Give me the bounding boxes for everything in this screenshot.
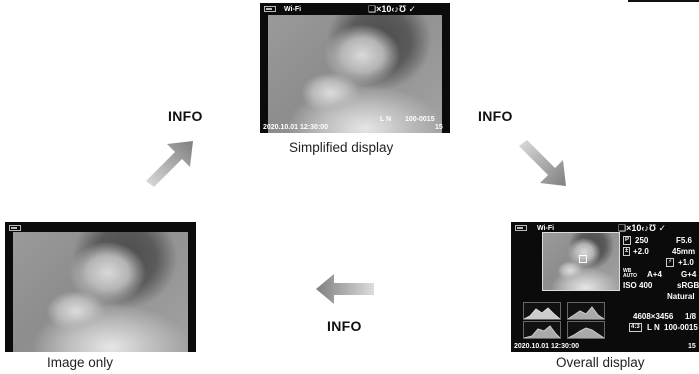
image-size: 4608×3456 bbox=[633, 312, 674, 321]
histogram-luma bbox=[523, 302, 561, 320]
datetime: 2020.10.01 12:30:00 bbox=[514, 343, 579, 350]
simplified-display-screen[interactable]: Wi-Fi ❑×10‹♪Ʊ ✓ 2020.10.01 12:30:00 L N … bbox=[260, 3, 450, 133]
arrow-left-icon bbox=[316, 274, 374, 304]
ev-icon: ± bbox=[623, 247, 631, 256]
wb-g: G+4 bbox=[681, 270, 697, 279]
image-only-screen[interactable] bbox=[5, 222, 196, 352]
file-number: 100-0015 bbox=[405, 116, 435, 123]
ev: +2.0 bbox=[633, 247, 649, 256]
histogram-green bbox=[523, 321, 561, 339]
overall-display-screen[interactable]: Wi-Fi ❑×10‹♪Ʊ ✓ P 250 F5.6 ± +2.0 45mm ⚡… bbox=[511, 222, 699, 352]
caption-simplified: Simplified display bbox=[289, 140, 394, 155]
thumbnail-photo bbox=[542, 232, 620, 291]
quality: L N bbox=[647, 323, 660, 332]
wifi-icon: Wi-Fi bbox=[537, 225, 555, 232]
flash-comp: +1.0 bbox=[678, 258, 694, 267]
datetime: 2020.10.01 12:30:00 bbox=[263, 124, 328, 131]
protect-icons: ❑×10‹♪Ʊ ✓ bbox=[618, 223, 667, 233]
photo bbox=[268, 15, 442, 133]
photo bbox=[13, 232, 188, 352]
info-label-bottom: INFO bbox=[327, 318, 362, 334]
file-number: 100-0015 bbox=[664, 323, 698, 332]
protect-icons: ❑×10‹♪Ʊ ✓ bbox=[368, 4, 417, 14]
aspect-icon: 4:3 bbox=[629, 323, 642, 332]
record-mode: L N bbox=[380, 116, 392, 123]
iso: ISO 400 bbox=[623, 281, 653, 290]
wb-a: A+4 bbox=[647, 270, 662, 279]
shutter: 250 bbox=[635, 236, 649, 245]
frame-number: 15 bbox=[688, 343, 696, 350]
caption-overall: Overall display bbox=[556, 355, 645, 370]
info-label-left: INFO bbox=[168, 108, 203, 124]
corner-tab bbox=[628, 0, 699, 2]
wb-label: WB AUTO bbox=[623, 268, 638, 279]
aperture: F5.6 bbox=[676, 236, 693, 245]
picture-mode: Natural bbox=[667, 292, 695, 301]
histogram-red bbox=[567, 302, 605, 320]
frame-number: 15 bbox=[435, 124, 443, 131]
caption-image-only: Image only bbox=[47, 355, 114, 370]
arrow-up-right-icon bbox=[146, 141, 193, 187]
focal-length: 45mm bbox=[672, 247, 696, 256]
flash-icon: ⚡ bbox=[666, 258, 675, 267]
mode-badge: P bbox=[623, 236, 632, 245]
info-label-right: INFO bbox=[478, 108, 513, 124]
battery-icon bbox=[515, 225, 527, 231]
wifi-icon: Wi-Fi bbox=[284, 6, 302, 13]
af-frame bbox=[579, 255, 587, 263]
ratio: 1/8 bbox=[685, 312, 697, 321]
histogram-blue bbox=[567, 321, 605, 339]
color-space: sRGB bbox=[677, 281, 699, 290]
battery-icon bbox=[264, 6, 276, 12]
battery-icon bbox=[9, 225, 21, 231]
arrow-down-right-icon bbox=[519, 140, 566, 186]
